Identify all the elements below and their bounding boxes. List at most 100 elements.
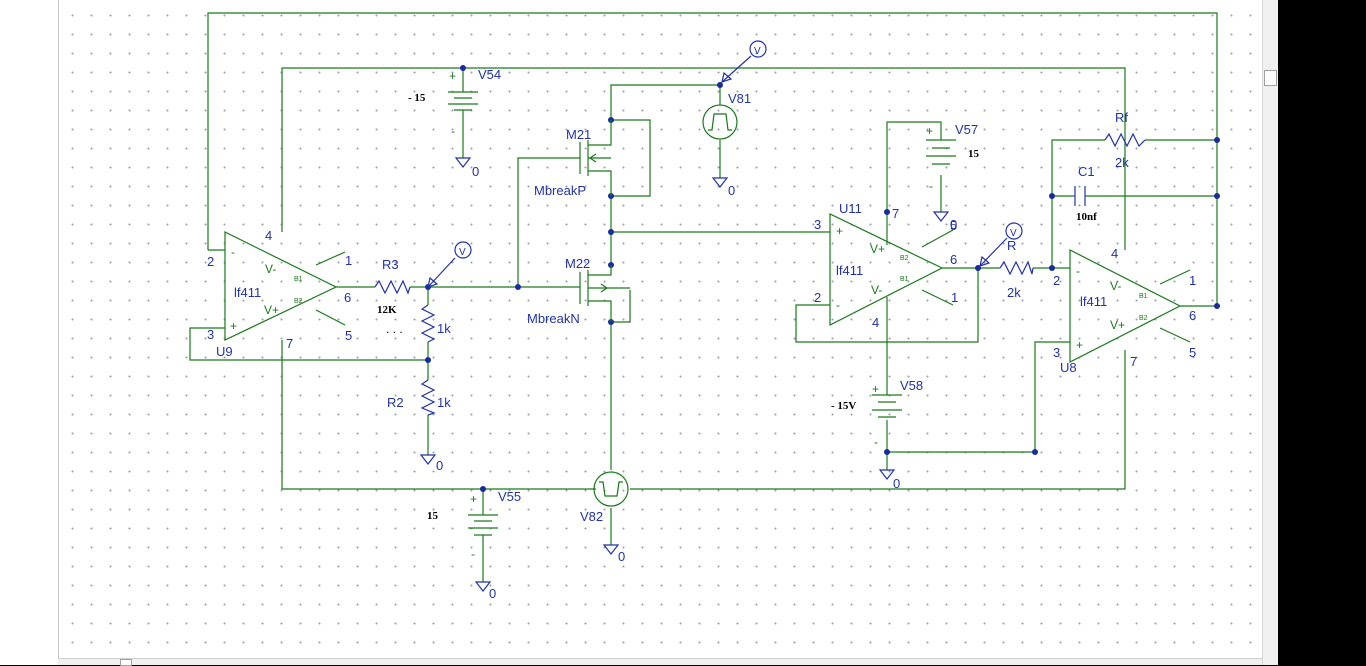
resistor-divider-top[interactable]: 1k . . . [386, 304, 451, 343]
c1-ref: C1 [1078, 164, 1095, 179]
u9-pin-noninv: 3 [207, 327, 214, 342]
u9-pin-vminus: 4 [265, 228, 272, 243]
gnd-v81-label: 0 [728, 183, 735, 198]
u8-plus: + [1076, 338, 1083, 352]
u11-model: lf411 [836, 263, 863, 278]
m21-model: MbreakP [534, 183, 586, 198]
opamp-u9[interactable]: - + V- V+ B1 B2 lf411 U9 2 3 4 7 6 1 5 [207, 228, 352, 359]
u8-pin-out: 6 [1189, 308, 1196, 323]
r3-ref: R3 [382, 257, 399, 272]
mosfet-m21[interactable]: M21 MbreakP [534, 120, 612, 198]
battery-v54[interactable]: + - V54 - 15 [408, 67, 501, 138]
wires [189, 12, 1218, 582]
pulse-source-v81[interactable]: V81 [702, 91, 751, 140]
u11-pin-b2: 5 [950, 218, 957, 233]
v57-value: 15 [968, 148, 980, 160]
resistor-rf[interactable]: Rf 2k [1104, 110, 1146, 170]
u9-pin-vplus: 7 [286, 336, 293, 351]
left-gutter [0, 0, 58, 665]
horizontal-scrollbar[interactable] [58, 658, 1262, 666]
v58-minus: - [874, 435, 878, 449]
r-ref: R [1007, 238, 1016, 253]
v58-ref: V58 [900, 378, 923, 393]
gnd-v58-label: 0 [893, 476, 900, 491]
u9-b2: B2 [294, 298, 303, 305]
desktop-background [1278, 0, 1366, 665]
v54-plus: + [449, 69, 456, 83]
u11-plus: + [836, 224, 843, 238]
v55-minus: - [471, 547, 475, 561]
u11-pin-out: 6 [950, 252, 957, 267]
probe-3[interactable]: V [979, 222, 1023, 267]
u8-b2: B2 [1139, 315, 1148, 322]
u8-pin-inv: 2 [1053, 273, 1060, 288]
opamp-u8[interactable]: - + V- V+ B1 B2 lf411 U8 2 3 4 7 6 1 5 [1053, 246, 1196, 375]
v55-ref: V55 [498, 489, 521, 504]
u11-minus: - [836, 298, 840, 312]
capacitor-c1[interactable]: C1 10nf [1074, 164, 1097, 223]
u9-pin-b1: 1 [345, 253, 352, 268]
u11-pin-inv: 2 [814, 290, 821, 305]
v54-value: - 15 [408, 92, 426, 104]
v58-value: - 15V [831, 400, 856, 412]
u11-pin-b1: 1 [951, 290, 958, 305]
probe-1[interactable]: V [427, 241, 472, 288]
pulse-source-v82[interactable]: V82 [580, 471, 629, 524]
battery-v57[interactable]: + - V57 15 [926, 122, 980, 193]
u11-pin-vplus: 7 [892, 206, 899, 221]
v82-ref: V82 [580, 509, 603, 524]
r3-value: 12K [377, 304, 397, 316]
u8-b1: B1 [1139, 293, 1148, 300]
ground-v54: 0 [454, 157, 479, 179]
vertical-scrollbar[interactable] [1262, 0, 1278, 665]
u8-pin-noninv: 3 [1053, 345, 1060, 360]
u9-vplus: V+ [264, 303, 279, 317]
u8-pin-b1: 1 [1189, 273, 1196, 288]
u8-pin-vplus: 7 [1130, 354, 1137, 369]
u11-ref: U11 [839, 201, 862, 216]
ground-r2: 0 [419, 454, 443, 473]
battery-v58[interactable]: + - V58 - 15V [831, 378, 923, 449]
u11-b2: B2 [900, 255, 909, 262]
v55-plus: + [470, 492, 477, 506]
v57-ref: V57 [955, 122, 978, 137]
u9-pin-out: 6 [344, 290, 351, 305]
u11-vplus: V+ [870, 242, 885, 256]
u8-vplus: V+ [1110, 318, 1125, 332]
rf-ref: Rf [1115, 110, 1128, 125]
mosfet-m22[interactable]: M22 MbreakN [527, 256, 630, 326]
resistor-r2[interactable]: 1k R2 [387, 379, 451, 416]
ground-v81: 0 [711, 177, 735, 198]
u8-ref: U8 [1060, 360, 1077, 375]
vertical-scroll-thumb[interactable] [1264, 70, 1277, 86]
v58-plus: + [872, 382, 879, 396]
resistor-r[interactable]: R 2k [999, 238, 1034, 300]
probe-1-label: V [459, 247, 466, 258]
ground-v55: 0 [474, 581, 496, 601]
u11-b1: B1 [900, 276, 909, 283]
u11-pin-vminus: 4 [872, 315, 879, 330]
probe-2[interactable]: V [721, 40, 767, 83]
u9-minus: - [231, 245, 235, 259]
u8-pin-vminus: 4 [1111, 246, 1118, 261]
junction-dots [425, 65, 1220, 492]
v54-ref: V54 [478, 67, 501, 82]
u9-b1: B1 [294, 276, 303, 283]
m21-ref: M21 [566, 127, 591, 142]
schematic-canvas[interactable] [58, 0, 1263, 658]
u8-minus: - [1076, 264, 1080, 278]
battery-v55[interactable]: + - V55 15 [427, 489, 521, 561]
v57-plus: + [926, 124, 933, 138]
m22-model: MbreakN [527, 311, 580, 326]
schematic-drawing[interactable]: - + V- V+ B1 B2 lf411 U9 2 3 4 7 6 1 5 +… [0, 0, 1262, 658]
opamp-u11[interactable]: + - V+ V- B2 B1 lf411 U11 3 2 7 4 6 5 1 [814, 201, 958, 330]
u9-vminus: V- [265, 262, 276, 276]
probe-2-label: V [754, 46, 761, 57]
m22-ref: M22 [565, 256, 590, 271]
u11-pin-noninv: 3 [814, 217, 821, 232]
resistor-r3[interactable]: R3 12K [374, 257, 411, 316]
gnd-v54-label: 0 [472, 164, 479, 179]
u9-plus: + [230, 319, 237, 333]
ground-v58: 0 [878, 469, 900, 491]
v55-value: 15 [427, 510, 439, 522]
